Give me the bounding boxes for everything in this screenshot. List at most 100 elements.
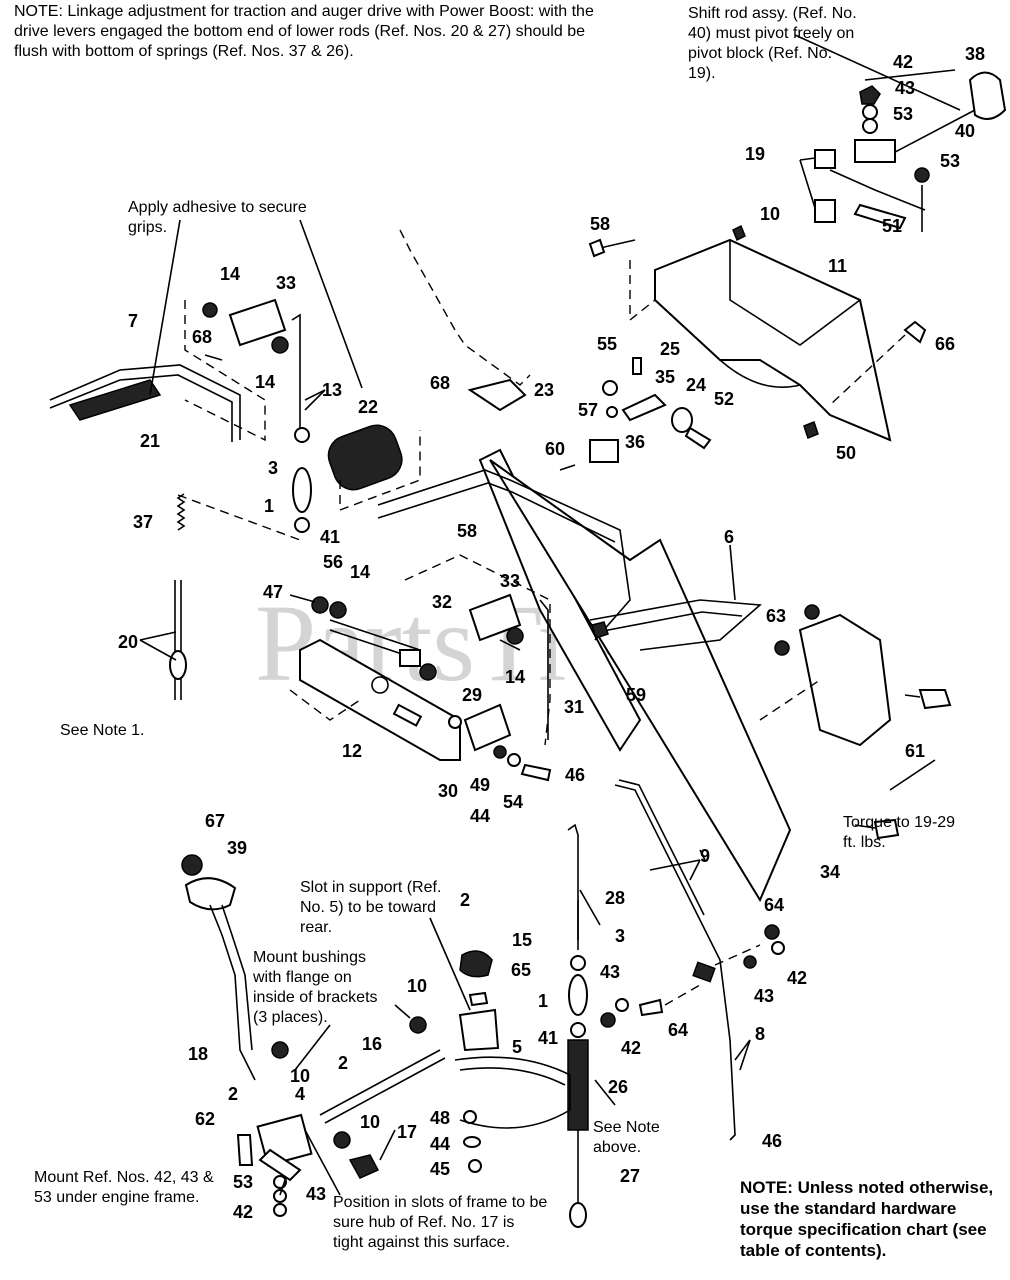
callout: 21 <box>140 431 160 451</box>
see-note-1-label: See Note 1. <box>60 722 145 739</box>
callout: 32 <box>432 592 452 612</box>
callout: 1 <box>538 991 548 1011</box>
callout: 41 <box>320 527 340 547</box>
callout: 2 <box>460 890 470 910</box>
bracket-23 <box>467 378 527 412</box>
note-linkage-adjustment: NOTE: Linkage adjustment for traction an… <box>14 3 594 60</box>
callout: 46 <box>565 765 585 785</box>
callout: 4 <box>295 1084 305 1104</box>
callout: 28 <box>605 888 625 908</box>
callout: 54 <box>503 792 523 812</box>
bracket-12 <box>289 554 552 782</box>
callout: 43 <box>754 986 774 1006</box>
callout: 59 <box>626 685 646 705</box>
callout: 6 <box>724 527 734 547</box>
washer-43 <box>862 104 878 120</box>
callout: 10 <box>290 1066 310 1086</box>
callout: 42 <box>787 968 807 988</box>
spring-link-1a <box>292 467 312 513</box>
washer-53b <box>914 167 930 183</box>
callout: 53 <box>893 104 913 124</box>
callout: 68 <box>430 373 450 393</box>
callout: 9 <box>700 846 710 866</box>
grip-21 <box>68 379 162 421</box>
callout: 14 <box>220 264 240 284</box>
callout: 44 <box>430 1134 450 1154</box>
callout: 49 <box>470 775 490 795</box>
callout: 29 <box>462 685 482 705</box>
note-mount-bushings: Mount bushings with flange on inside of … <box>253 949 378 1026</box>
callout-numbers: 42 43 53 38 40 19 53 51 10 11 58 66 50 1… <box>118 44 985 1222</box>
traction-lever-7 <box>49 298 421 533</box>
callout: 61 <box>905 741 925 761</box>
callout: 26 <box>608 1077 628 1097</box>
note-mount-ref: Mount Ref. Nos. 42, 43 & 53 under engine… <box>34 1169 214 1206</box>
callout: 57 <box>578 400 598 420</box>
note-torque: Torque to 19-29 ft. lbs. <box>843 814 956 851</box>
pivot-block-19b <box>814 199 836 223</box>
callout: 10 <box>360 1112 380 1132</box>
callout: 39 <box>227 838 247 858</box>
callout: 47 <box>263 582 283 602</box>
nut-42 <box>859 85 881 105</box>
callout: 58 <box>590 214 610 234</box>
callout: 17 <box>397 1122 417 1142</box>
dashed-rod <box>399 229 531 386</box>
center-fasteners <box>559 357 712 471</box>
callout: 19 <box>745 144 765 164</box>
pivot-block-19a <box>814 149 836 169</box>
callout: 42 <box>233 1202 253 1222</box>
callout: 31 <box>564 697 584 717</box>
callout: 10 <box>407 976 427 996</box>
leader-lines <box>139 34 961 1196</box>
nut-10a <box>732 224 746 242</box>
note-slot-support: Slot in support (Ref. No. 5) to be towar… <box>300 879 442 936</box>
callout: 53 <box>233 1172 253 1192</box>
bracket-30 <box>463 703 512 752</box>
callout: 42 <box>621 1038 641 1058</box>
callout: 64 <box>668 1020 688 1040</box>
part-15 <box>459 950 493 978</box>
callout: 52 <box>714 389 734 409</box>
callout: 50 <box>836 443 856 463</box>
washer-3a <box>294 427 310 443</box>
note-adhesive: Apply adhesive to secure grips. <box>128 199 307 236</box>
callout: 14 <box>255 372 275 392</box>
callout: 11 <box>828 256 847 276</box>
callout: 10 <box>760 204 780 224</box>
callout: 43 <box>895 78 915 98</box>
callout: 58 <box>457 521 477 541</box>
callout: 60 <box>545 439 565 459</box>
nut-67 <box>181 854 203 876</box>
lower-left-assembly <box>181 854 571 1217</box>
callout: 68 <box>192 327 212 347</box>
spring-26 <box>567 1039 589 1131</box>
washer-53 <box>862 118 878 134</box>
callout: 36 <box>625 432 645 452</box>
callout: 7 <box>128 311 138 331</box>
rod-9-8 <box>600 779 785 1141</box>
callout: 48 <box>430 1108 450 1128</box>
callout: 56 <box>323 552 343 572</box>
callout: 33 <box>276 273 296 293</box>
callout: 33 <box>500 571 520 591</box>
callout: 14 <box>350 562 370 582</box>
callout: 51 <box>882 216 902 236</box>
shift-knob-38 <box>968 71 1007 120</box>
nut-14b <box>271 336 289 354</box>
callout: 66 <box>935 334 955 354</box>
callout: 3 <box>615 926 625 946</box>
callout: 16 <box>362 1034 382 1054</box>
support-5 <box>458 1008 500 1052</box>
bracket-34 <box>489 459 792 903</box>
nut-14a <box>202 302 218 318</box>
callout: 67 <box>205 811 225 831</box>
callout: 3 <box>268 458 278 478</box>
callout: 34 <box>820 862 840 882</box>
pivot-bracket <box>854 139 896 163</box>
callout: 53 <box>940 151 960 171</box>
callout: 42 <box>893 52 913 72</box>
callout: 2 <box>338 1053 348 1073</box>
callout: 8 <box>755 1024 765 1044</box>
